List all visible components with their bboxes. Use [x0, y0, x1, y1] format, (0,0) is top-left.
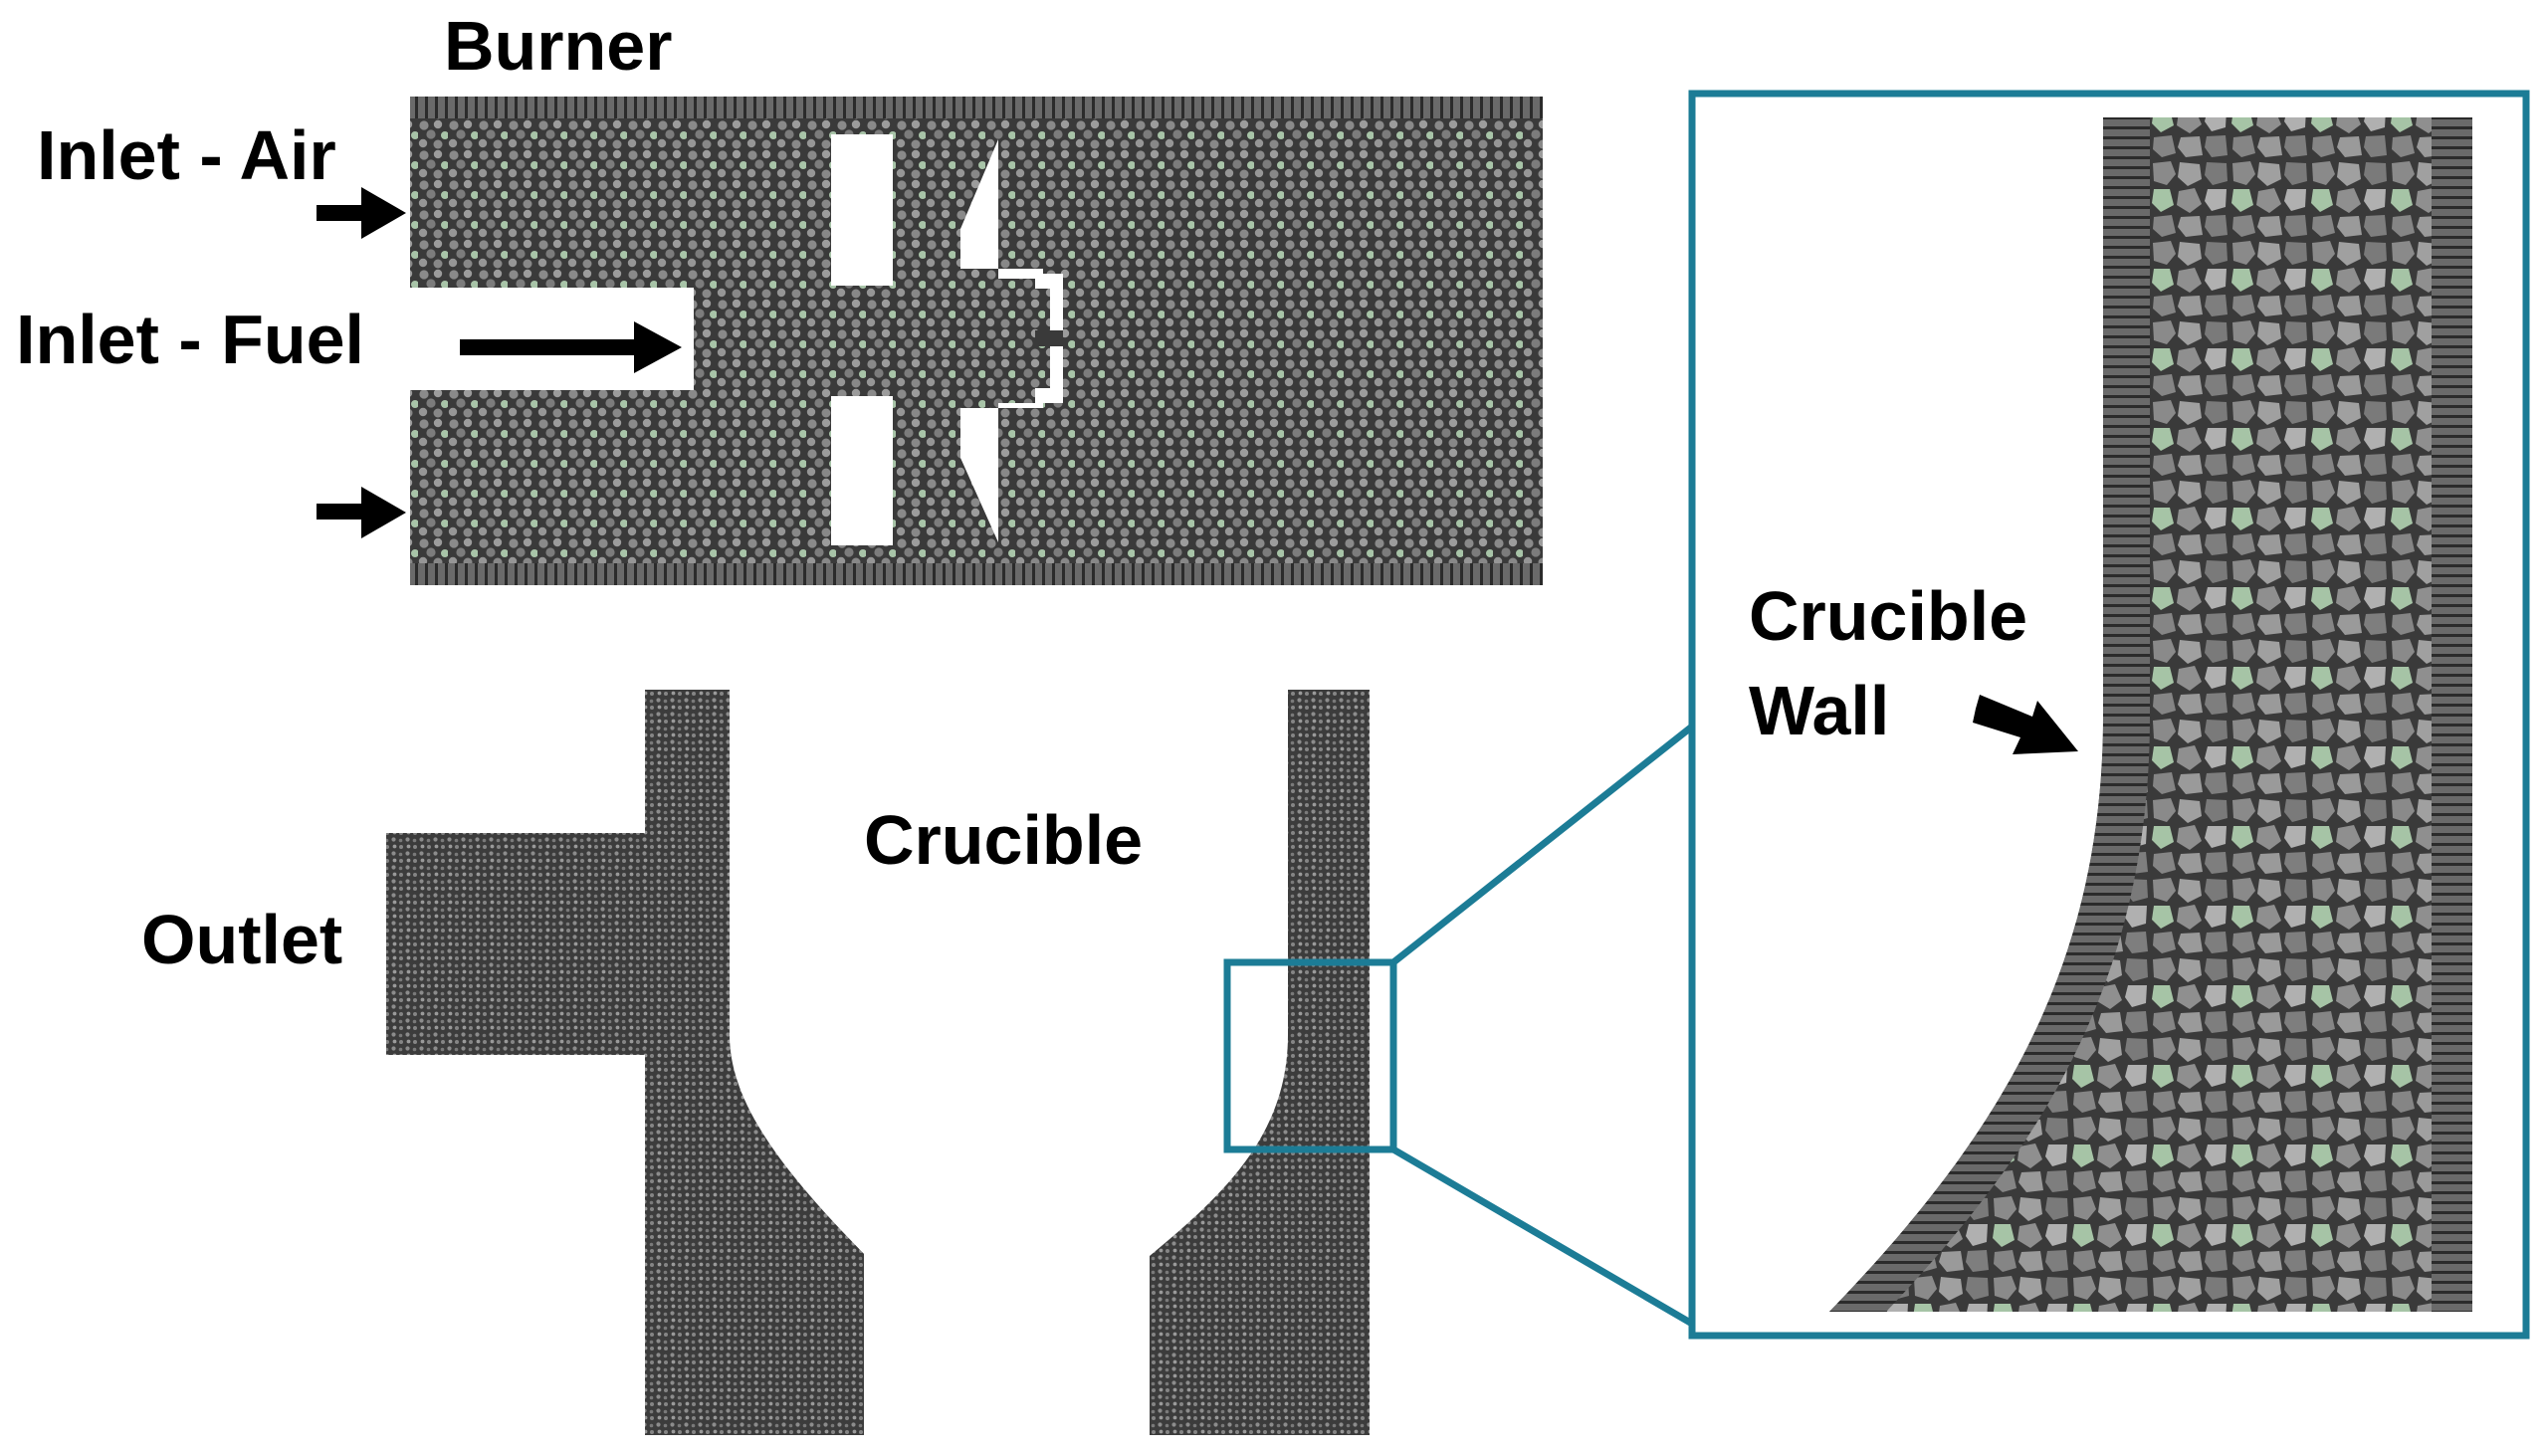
- burner-label: Burner: [444, 7, 672, 85]
- inlet-fuel-label: Inlet - Fuel: [16, 301, 364, 378]
- inlet-air-arrow-top: [317, 187, 406, 239]
- outlet-mesh: [386, 690, 864, 1435]
- nozzle-tip-gap: [1035, 330, 1063, 346]
- zoom-connector-top: [1390, 724, 1695, 965]
- zoom-region-box: [1223, 958, 1397, 1153]
- crucible-wall-label-line1: Crucible: [1749, 577, 2027, 655]
- zoom-connector-bottom: [1391, 1145, 1694, 1328]
- inlet-air-label: Inlet - Air: [37, 116, 336, 194]
- crucible-wall-arrow: [1973, 695, 2078, 754]
- arrows: [317, 187, 2078, 754]
- crucible-label: Crucible: [864, 801, 1143, 879]
- zoom-inset: [1688, 90, 2530, 1340]
- swirler-vane-top: [960, 139, 1043, 279]
- zoom-inset-frame: [1688, 90, 2530, 1340]
- crucible-mesh: [1150, 690, 1370, 1435]
- crucible-wall-label-line2: Wall: [1749, 672, 1889, 749]
- outlet-label: Outlet: [141, 901, 342, 978]
- nozzle-tip: [1035, 274, 1063, 403]
- inlet-fuel-arrow: [460, 321, 682, 373]
- swirler-block-top: [831, 134, 893, 286]
- swirler-vane-bottom: [960, 403, 1043, 542]
- swirler-block-bottom: [831, 396, 893, 545]
- inlet-air-arrow-bottom: [317, 487, 406, 538]
